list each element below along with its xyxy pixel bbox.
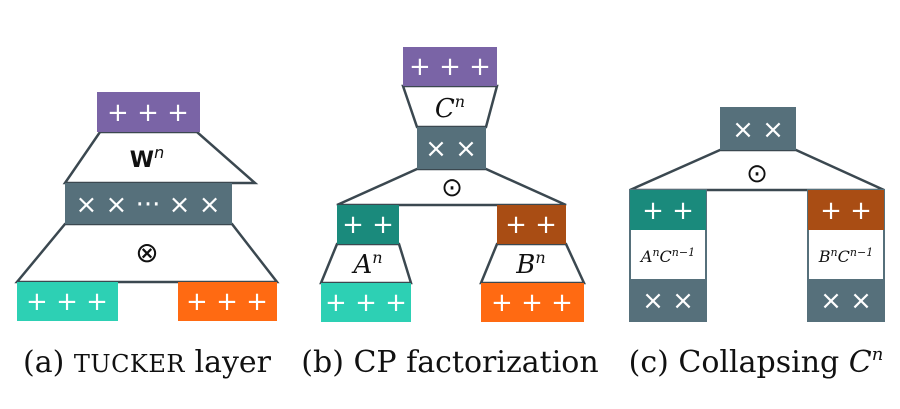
panel-b-a-label: An	[351, 248, 382, 280]
panel-b-right-bottom-block	[481, 283, 584, 322]
panel-b-left-bottom-block	[321, 283, 411, 322]
panel-b-b-block-glyphs: + +	[505, 210, 557, 240]
panel-c-right-bottom-block	[808, 279, 884, 321]
panel-c-left-bottom-glyphs: × ×	[642, 286, 694, 316]
panel-b-c-label: Cn	[435, 92, 465, 124]
panel-b-top-block-glyphs: + + +	[409, 52, 491, 82]
panel-a-caption: (a) TUCKER layer	[23, 345, 272, 380]
panel-b-b-label: Bn	[515, 248, 545, 280]
panel-b-a-block	[337, 205, 399, 244]
panel-c-right-top-block	[808, 190, 884, 230]
panel-b-left-bottom-glyphs: + + +	[325, 288, 407, 318]
panel-a-left-block	[17, 282, 118, 321]
panel-c-top-block-glyphs: × ×	[732, 115, 784, 145]
panel-b-caption: (b) CP factorization	[301, 345, 598, 380]
panel-a-operator: ⊗	[135, 236, 158, 269]
panel-b-middle-block	[417, 127, 486, 169]
panel-b-operator: ⊙	[441, 173, 463, 203]
panel-a-middle-block	[65, 183, 232, 224]
panel-b-top-block	[403, 47, 497, 86]
panel-a: + + + Wn × × ··· × × ⊗ + + + + + + (a) T…	[14, 92, 280, 380]
panel-b-a-block-glyphs: + +	[342, 210, 394, 240]
panel-c-top-block	[720, 107, 796, 150]
panel-b: + + + Cn × × ⊙ + + + + An Bn + + + + + +…	[301, 47, 599, 380]
panel-c-right-bottom-glyphs: × ×	[820, 286, 872, 316]
panel-a-weight-label: Wn	[130, 143, 164, 173]
panel-a-right-block-glyphs: + + +	[186, 287, 268, 317]
panel-a-left-block-glyphs: + + +	[26, 287, 108, 317]
panel-c-operator: ⊙	[746, 159, 768, 189]
panel-c-right-mid-label: BnCn−1	[818, 246, 873, 266]
panel-a-right-block	[178, 282, 277, 321]
panel-a-top-block-glyphs: + + +	[107, 98, 189, 128]
panel-c-left-mid-label: AnCn−1	[639, 246, 695, 266]
panel-b-b-block	[497, 205, 566, 244]
panel-b-middle-block-glyphs: × ×	[425, 134, 477, 164]
panel-c-left-top-block	[630, 190, 706, 230]
panel-c: × × ⊙ + + AnCn−1 × × + + BnCn−1 × × (c) …	[629, 107, 885, 380]
panel-a-middle-block-glyphs: × × ··· × ×	[76, 190, 221, 220]
panel-c-right-top-glyphs: + +	[820, 196, 872, 226]
panel-c-left-top-glyphs: + +	[642, 196, 694, 226]
panel-b-right-bottom-glyphs: + + +	[491, 288, 573, 318]
panel-c-left-bottom-block	[630, 279, 706, 321]
panel-c-caption: (c) Collapsing Cn	[629, 344, 884, 380]
panel-a-top-block	[97, 92, 200, 132]
